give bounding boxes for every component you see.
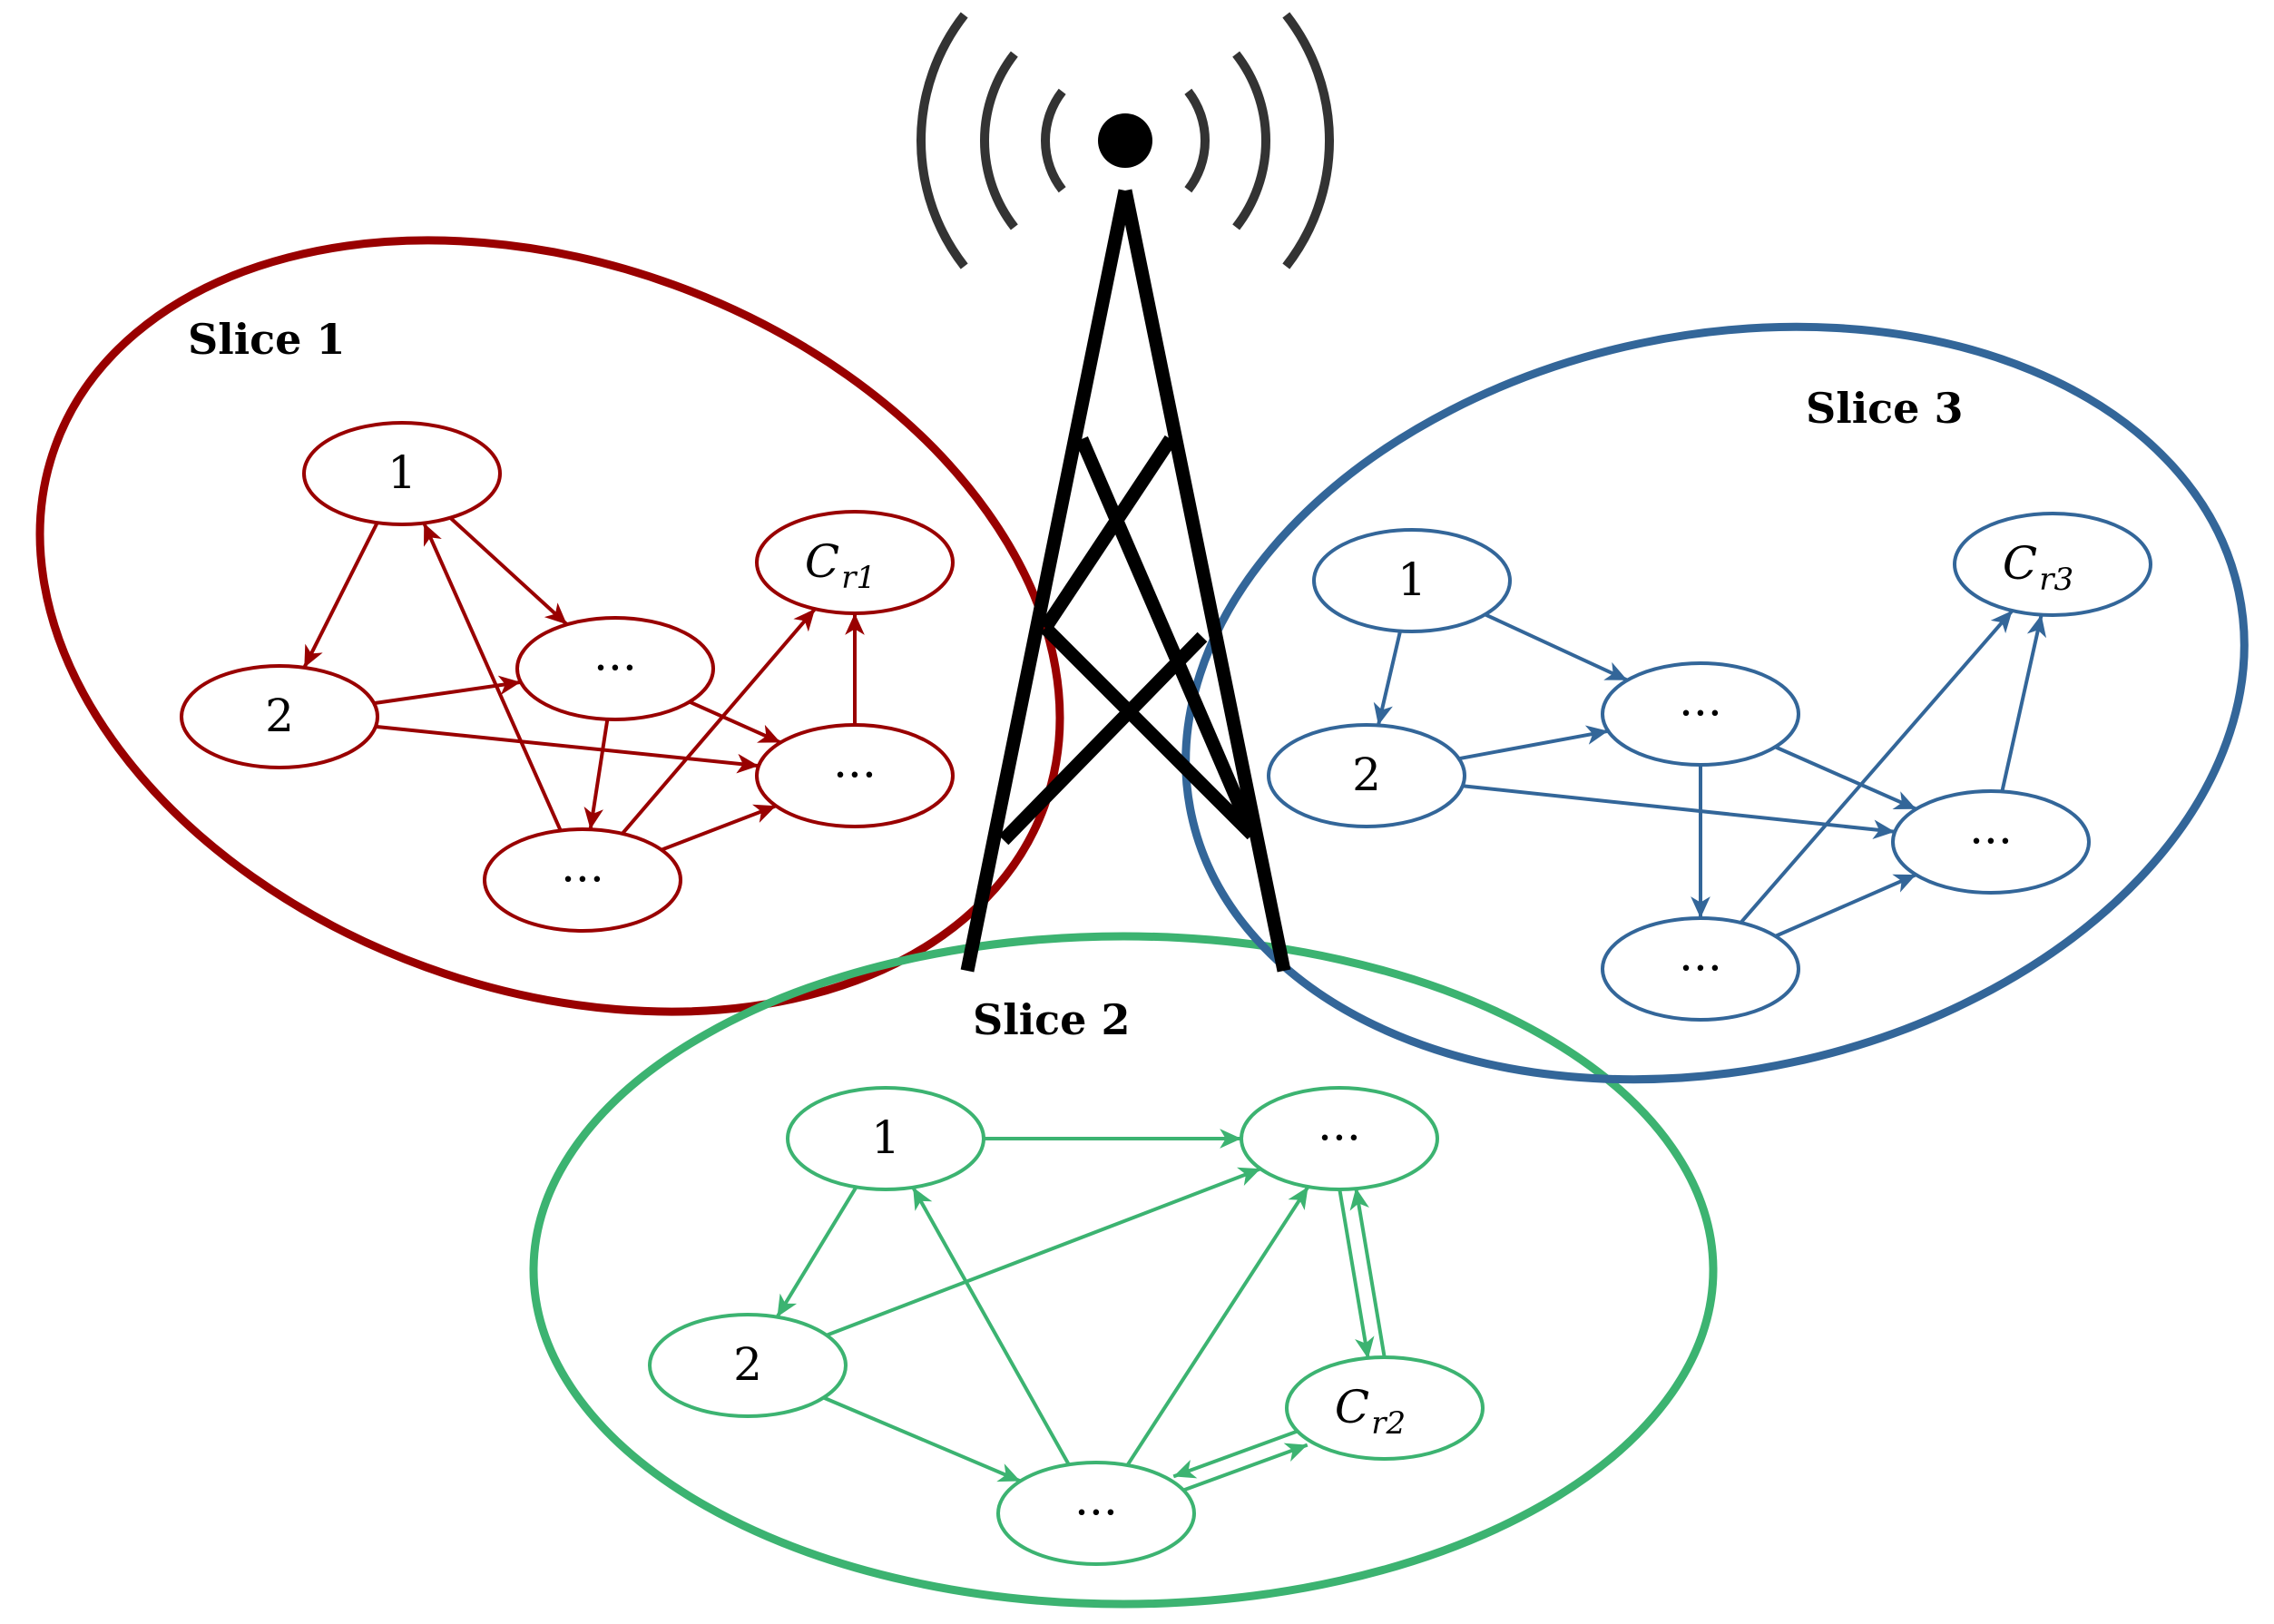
signal-wave-middle-right bbox=[1232, 51, 1270, 230]
node-label: 2 bbox=[733, 1338, 762, 1391]
slice-3-node-s3-n2: 2 bbox=[1267, 723, 1466, 828]
slice-2-node-s2-nb: ··· bbox=[996, 1461, 1196, 1566]
slice-2-node-s2-cr: Cr2 bbox=[1285, 1355, 1485, 1461]
node-label: ··· bbox=[1318, 1111, 1361, 1164]
node-ellipse bbox=[755, 723, 955, 828]
slice-3-boundary bbox=[1181, 322, 2249, 1084]
node-ellipse bbox=[180, 664, 379, 769]
slice-1-edge-s1-n1-to-s1-n2 bbox=[302, 522, 379, 669]
slice-3-edge-s3-nb-to-s3-cr bbox=[2000, 614, 2047, 792]
slice-3-edge-s3-n2-to-s3-na bbox=[1458, 725, 1609, 761]
slice-1-edge-s1-na-to-s1-nb bbox=[688, 699, 782, 745]
slice-1-edge-s1-nc-to-s1-nb bbox=[661, 804, 777, 852]
node-label: 2 bbox=[265, 690, 294, 742]
slice-2-edge-s2-n2-to-s2-nb bbox=[822, 1395, 1022, 1483]
slice-3-edge-s3-n1-to-s3-na bbox=[1484, 612, 1629, 682]
slice-1-edge-s1-nc-to-s1-n1 bbox=[422, 522, 563, 832]
node-label: ··· bbox=[1679, 687, 1722, 739]
slice-1-edge-s1-na-to-s1-nc bbox=[583, 719, 610, 830]
slice-1-node-s1-n1: 1 bbox=[302, 421, 502, 526]
slice-2-edge-s2-n2-to-s2-na bbox=[826, 1167, 1261, 1337]
slice-2-title: Slice 2 bbox=[973, 995, 1130, 1044]
node-ellipse bbox=[1285, 1355, 1485, 1461]
slice-2-boundary bbox=[529, 932, 1718, 1609]
node-ellipse bbox=[1267, 723, 1466, 828]
slice-2-edge-s2-nb-to-s2-cr bbox=[1178, 1443, 1309, 1494]
slice-2-node-s2-n1: 1 bbox=[786, 1086, 985, 1191]
node-ellipse bbox=[996, 1461, 1196, 1566]
signal-wave-inner-right bbox=[1184, 88, 1210, 193]
node-ellipse bbox=[515, 616, 715, 721]
node-ellipse bbox=[648, 1313, 848, 1418]
slice-2-edge-s2-nb-to-s2-n1 bbox=[911, 1186, 1071, 1466]
signal-wave-outer-left bbox=[916, 12, 968, 269]
node-ellipse bbox=[1312, 528, 1512, 633]
node-label: 1 bbox=[1397, 553, 1426, 606]
slice-3-edge-s3-n2-to-s3-nb bbox=[1462, 784, 1896, 840]
node-label: ··· bbox=[833, 748, 877, 801]
node-ellipse bbox=[483, 827, 682, 933]
slice-3-node-s3-nc: ··· bbox=[1601, 916, 1800, 1022]
slice-2-node-s2-n2: 2 bbox=[648, 1313, 848, 1418]
node-ellipse bbox=[755, 510, 955, 615]
radio-tower-icon bbox=[960, 113, 1291, 973]
node-label: 1 bbox=[871, 1111, 900, 1164]
slice-3-edge-s3-n1-to-s3-n2 bbox=[1373, 631, 1403, 726]
slice-1-edge-s1-n1-to-s1-na bbox=[448, 516, 569, 626]
node-ellipse bbox=[786, 1086, 985, 1191]
node-ellipse bbox=[1953, 512, 2152, 617]
node-label: ··· bbox=[593, 641, 637, 694]
slice-2-node-s2-na: ··· bbox=[1240, 1086, 1439, 1191]
node-ellipse bbox=[1601, 916, 1800, 1022]
slice-2-edge-s2-n1-to-s2-n2 bbox=[775, 1186, 858, 1318]
node-ellipse bbox=[1240, 1086, 1439, 1191]
node-label: 2 bbox=[1352, 748, 1381, 801]
signal-wave-inner-left bbox=[1041, 88, 1066, 193]
node-label: Cr2 bbox=[1335, 1381, 1406, 1442]
antenna-dot-icon bbox=[1098, 113, 1152, 168]
node-label: Cr3 bbox=[2003, 537, 2073, 598]
slice-1-edge-s1-n2-to-s1-nb bbox=[375, 724, 760, 774]
node-label: ··· bbox=[1969, 815, 2013, 867]
node-ellipse bbox=[302, 421, 502, 526]
slice-1-title: Slice 1 bbox=[188, 315, 345, 364]
node-label: ··· bbox=[561, 853, 604, 905]
slice-3-node-s3-n1: 1 bbox=[1312, 528, 1512, 633]
slice-2-edge-s2-nb-to-s2-na bbox=[1125, 1185, 1310, 1467]
slice-1-node-s1-nb: ··· bbox=[755, 723, 955, 828]
node-label: ··· bbox=[1679, 942, 1722, 994]
node-label: ··· bbox=[1074, 1486, 1118, 1539]
signal-wave-outer-right bbox=[1282, 12, 1334, 269]
slice-1-edge-s1-nc-to-s1-cr bbox=[621, 607, 817, 836]
slice-3-node-s3-nb: ··· bbox=[1891, 789, 2091, 895]
slice-1-node-s1-nc: ··· bbox=[483, 827, 682, 933]
slice-1-node-s1-na: ··· bbox=[515, 616, 715, 721]
slice-3-node-s3-cr: Cr3 bbox=[1953, 512, 2152, 617]
slice-3-edge-s3-na-to-s3-nb bbox=[1774, 745, 1917, 811]
slice-2-edge-s2-cr-to-s2-na bbox=[1349, 1187, 1387, 1357]
slice-1-node-s1-n2: 2 bbox=[180, 664, 379, 769]
slice-3-node-s3-na: ··· bbox=[1601, 661, 1800, 767]
slice-1-node-s1-cr: Cr1 bbox=[755, 510, 955, 615]
node-label: 1 bbox=[387, 446, 417, 499]
node-ellipse bbox=[1601, 661, 1800, 767]
signal-wave-middle-left bbox=[980, 51, 1018, 230]
slice-2-edge-s2-cr-to-s2-nb bbox=[1172, 1427, 1303, 1479]
slice-2-edge-s2-na-to-s2-cr bbox=[1338, 1189, 1375, 1360]
signal-waves-icon bbox=[916, 12, 1334, 269]
node-label: Cr1 bbox=[805, 535, 876, 596]
node-ellipse bbox=[1891, 789, 2091, 895]
slice-3-edge-s3-nc-to-s3-nb bbox=[1774, 873, 1917, 938]
slice-3-title: Slice 3 bbox=[1806, 384, 1963, 433]
slice-3-edge-s3-nc-to-s3-cr bbox=[1739, 609, 2014, 925]
